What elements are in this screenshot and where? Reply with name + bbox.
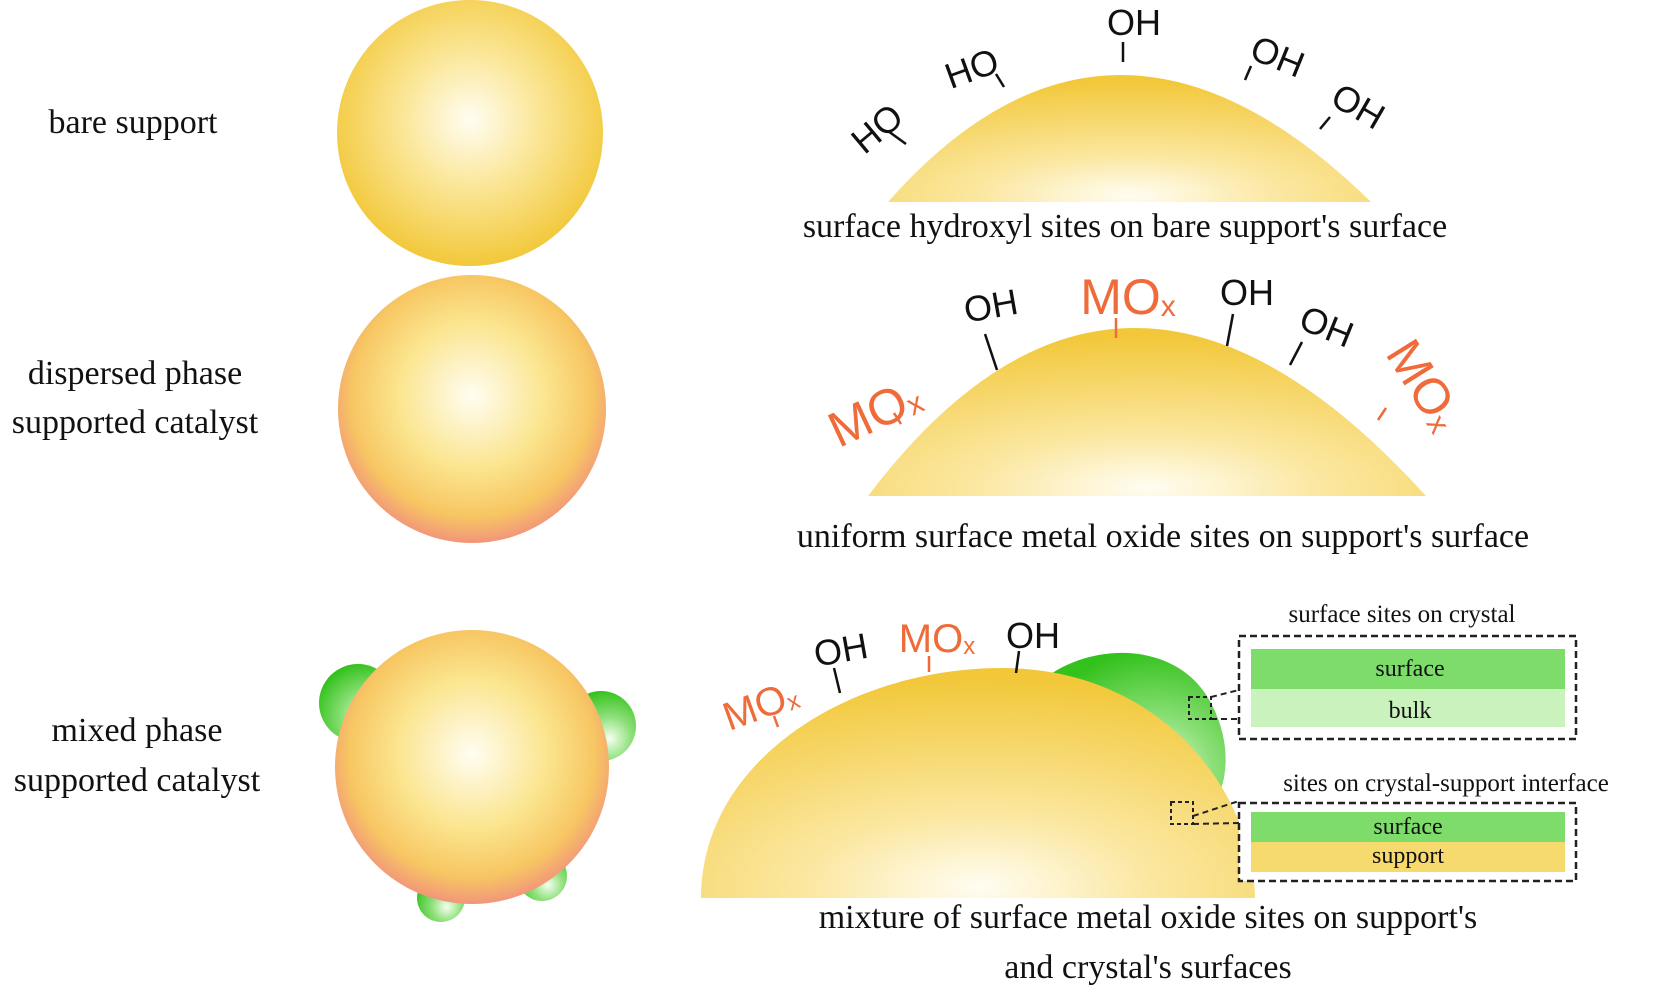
hydroxyl-label: OH	[811, 625, 871, 675]
hydroxyl-label: OH	[1325, 75, 1392, 138]
mixed-mox-site-top: MOx	[899, 617, 975, 672]
inset-crystal-title: surface sites on crystal	[1288, 601, 1515, 628]
crystal-surface-marker	[1188, 696, 1212, 720]
hydroxyl-label: OH	[1107, 2, 1161, 43]
bare-hydroxyl-site-3: OH	[1107, 2, 1161, 62]
label-mixed-line2: supported catalyst	[14, 762, 261, 799]
inset-interface-support-label: support	[1372, 843, 1444, 869]
hydroxyl-label: OH	[1006, 615, 1060, 656]
label-mixed-line1: mixed phase	[52, 712, 223, 749]
mixed-hydroxyl-site-2: OH	[1006, 615, 1060, 674]
bare-hydroxyl-site-2: HO	[939, 40, 1006, 97]
bare-hydroxyl-site-4: OH	[1243, 27, 1310, 86]
hydroxyl-label: OH	[961, 281, 1021, 331]
inset-interface-surface-band	[1251, 812, 1565, 842]
label-bare-support: bare support	[48, 104, 218, 141]
inset-interface-title: sites on crystal-support interface	[1283, 770, 1609, 797]
dispersed-hydroxyl-site-2: OH	[1220, 272, 1274, 347]
mixed-hydroxyl-site-1: OH	[811, 625, 871, 694]
interface-connector	[1192, 822, 1240, 825]
metal-oxide-label: MOx	[899, 617, 975, 661]
dispersed-mox-site-right: MOx	[1375, 330, 1473, 441]
mixed-mox-site-left: MOx	[717, 672, 804, 739]
mixed-catalyst-sphere	[335, 630, 609, 904]
dispersed-hydroxyl-site-1: OH	[961, 281, 1021, 371]
inset-interface-surface-label: surface	[1373, 814, 1442, 840]
hydroxyl-label: OH	[1294, 297, 1359, 355]
caption-bare: surface hydroxyl sites on bare support's…	[803, 208, 1447, 245]
crystal-surface-connector	[1210, 689, 1240, 698]
inset-crystal-bulk-band	[1251, 689, 1565, 727]
inset-crystal-bulk-label: bulk	[1389, 698, 1432, 724]
metal-oxide-label: MOx	[1080, 269, 1176, 325]
inset-crystal-surface-band	[1251, 649, 1565, 689]
dispersed-catalyst-sphere	[338, 275, 606, 543]
metal-oxide-label: MOx	[717, 672, 804, 739]
dispersed-mox-site-top: MOx	[1080, 269, 1176, 338]
caption-mixed-line2: and crystal's surfaces	[1004, 949, 1291, 986]
bare-hydroxyl-site-1: HO	[843, 95, 911, 161]
mixed-catalyst-sphere-group	[319, 630, 636, 922]
hydroxyl-label: HO	[939, 40, 1004, 97]
bare-support-dome	[888, 75, 1371, 202]
hydroxyl-label: OH	[1245, 27, 1310, 85]
bare-hydroxyl-site-5: OH	[1319, 75, 1392, 138]
inset-interface-support-band	[1251, 842, 1565, 872]
mixed-support-dome	[701, 668, 1255, 898]
metal-oxide-label: MOx	[1375, 330, 1473, 441]
label-dispersed-line2: supported catalyst	[12, 404, 259, 441]
dispersed-hydroxyl-site-3: OH	[1288, 297, 1359, 366]
dispersed-support-dome	[868, 328, 1426, 496]
label-dispersed-line1: dispersed phase	[28, 355, 242, 392]
hydroxyl-label: HO	[843, 95, 911, 161]
caption-mixed-line1: mixture of surface metal oxide sites on …	[819, 899, 1478, 936]
bare-support-sphere	[337, 0, 603, 266]
interface-connector	[1192, 800, 1240, 817]
interface-marker	[1170, 801, 1194, 825]
inset-crystal-surface-label: surface	[1375, 656, 1444, 682]
caption-dispersed: uniform surface metal oxide sites on sup…	[797, 518, 1529, 555]
hydroxyl-label: OH	[1220, 272, 1274, 313]
